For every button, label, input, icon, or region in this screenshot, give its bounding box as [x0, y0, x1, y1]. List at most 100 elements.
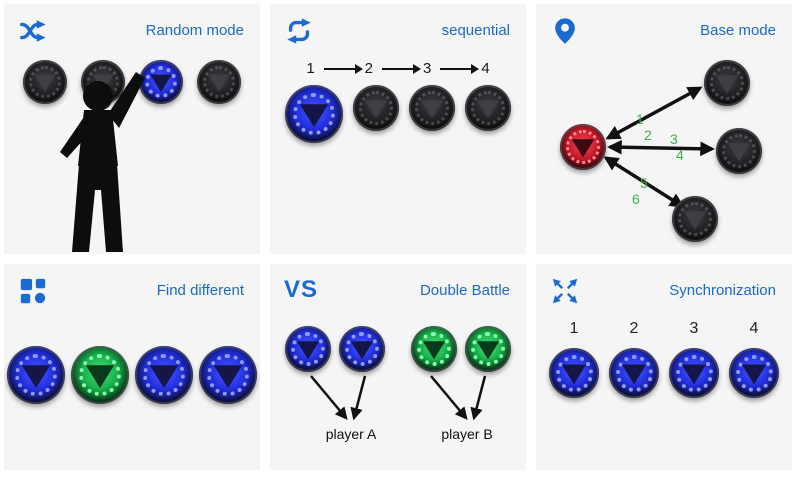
pod-row: [4, 60, 260, 104]
sequence-number: 2: [364, 60, 373, 77]
pod-blue: [669, 348, 719, 398]
pod-number: 2: [629, 320, 639, 337]
location-pin-icon: [550, 16, 580, 46]
panel-header: VS Double Battle: [270, 264, 526, 308]
arrow-number: 4: [676, 147, 684, 163]
panel-base-mode: Base mode 1 2 3 4 5 6: [536, 4, 792, 254]
pod-row: [536, 348, 792, 398]
pod-blue: [135, 346, 193, 404]
person-silhouette: [38, 66, 178, 254]
pod-number: 3: [689, 320, 699, 337]
panel-header: Synchronization: [536, 264, 792, 308]
pod-row: [270, 85, 526, 143]
arrows-layer: 1 2 3 4 5 6: [603, 86, 715, 208]
pod-dark: [353, 85, 399, 131]
pod-triangle-icon: [149, 365, 179, 389]
repeat-icon: [284, 16, 314, 46]
pod-green: [411, 326, 457, 372]
pod-blue: [139, 60, 183, 104]
pod-green: [71, 346, 129, 404]
pod-blue: [549, 348, 599, 398]
pod-triangle-icon: [561, 364, 587, 385]
arrow-number: 6: [632, 191, 640, 207]
pod-triangle-icon: [727, 143, 751, 162]
panel-header: Find different: [4, 264, 260, 308]
pod-triangle-icon: [85, 365, 115, 389]
pod-blue: [729, 348, 779, 398]
sequence-numbers: 1 2 3 4: [270, 60, 526, 77]
panel-title: Base mode: [700, 22, 776, 39]
pod-triangle-icon: [21, 365, 51, 389]
pod-triangle-icon: [571, 139, 595, 158]
expand-icon: [550, 276, 580, 306]
arrows-layer: [310, 375, 487, 421]
panel-random-mode: Random mode: [4, 4, 260, 254]
pod-triangle-icon: [476, 100, 500, 119]
arrow-number: 2: [644, 127, 652, 143]
pod-triangle-icon: [208, 74, 230, 92]
panel-title: Random mode: [145, 22, 244, 39]
satellite-pod: [716, 128, 762, 174]
pod-dark: [23, 60, 67, 104]
pod-triangle-icon: [422, 341, 446, 360]
pod-triangle-icon: [741, 364, 767, 385]
shuffle-icon: [18, 16, 48, 46]
panel-find-different: Find different: [4, 264, 260, 470]
arrow-number: 3: [670, 131, 678, 147]
pod-triangle-icon: [299, 104, 329, 128]
panel-title: Find different: [156, 282, 244, 299]
sequence-number: 1: [306, 60, 315, 77]
pod-dark: [704, 60, 750, 106]
player-b-label: player B: [441, 426, 493, 442]
pod-blue: [285, 326, 331, 372]
right-arrow-icon: [323, 63, 363, 74]
vs-label: VS: [284, 276, 319, 303]
panel-header: Random mode: [4, 4, 260, 48]
pod-numbers: 1 2 3 4: [536, 320, 792, 338]
pod-blue: [199, 346, 257, 404]
pod-triangle-icon: [420, 100, 444, 119]
player-a-label: player A: [325, 426, 377, 442]
pod-triangle-icon: [296, 341, 320, 360]
right-arrow-icon: [440, 63, 480, 74]
pod-blue: [339, 326, 385, 372]
pod-number: 1: [569, 320, 579, 337]
pod-row: [270, 326, 526, 372]
pod-dark: [716, 128, 762, 174]
pod-triangle-icon: [683, 211, 707, 230]
satellite-pod: [704, 60, 750, 106]
pod-dark: [465, 85, 511, 131]
sequence-number: 4: [481, 60, 490, 77]
right-arrow-icon: [382, 63, 421, 74]
pod-red: [560, 124, 606, 170]
panel-double-battle: VS Double Battle player A player B: [270, 264, 526, 470]
pod-triangle-icon: [476, 341, 500, 360]
battle-assignment: player A player B: [270, 374, 526, 466]
pod-triangle-icon: [621, 364, 647, 385]
panel-sequential: sequential 1 2 3 4: [270, 4, 526, 254]
pod-dark: [672, 196, 718, 242]
panel-header: Base mode: [536, 4, 792, 48]
base-pod: [560, 124, 606, 170]
sequence-number: 3: [423, 60, 432, 77]
pod-dark: [409, 85, 455, 131]
pod-triangle-icon: [364, 100, 388, 119]
pod-triangle-icon: [715, 75, 739, 94]
shapes-grid-icon: [18, 276, 48, 306]
pod-blue: [7, 346, 65, 404]
pod-dark: [197, 60, 241, 104]
base-mode-diagram: 1 2 3 4 5 6: [536, 48, 792, 254]
pod-triangle-icon: [681, 364, 707, 385]
panel-header: sequential: [270, 4, 526, 48]
panel-title: sequential: [441, 22, 510, 39]
pod-triangle-icon: [213, 365, 243, 389]
pod-triangle-icon: [350, 341, 374, 360]
pod-blue: [285, 85, 343, 143]
pod-number: 4: [749, 320, 759, 337]
pod-green: [465, 326, 511, 372]
pod-row: [4, 346, 260, 404]
pod-blue: [609, 348, 659, 398]
panel-synchronization: Synchronization 1 2 3 4: [536, 264, 792, 470]
arrow-number: 1: [636, 111, 644, 127]
